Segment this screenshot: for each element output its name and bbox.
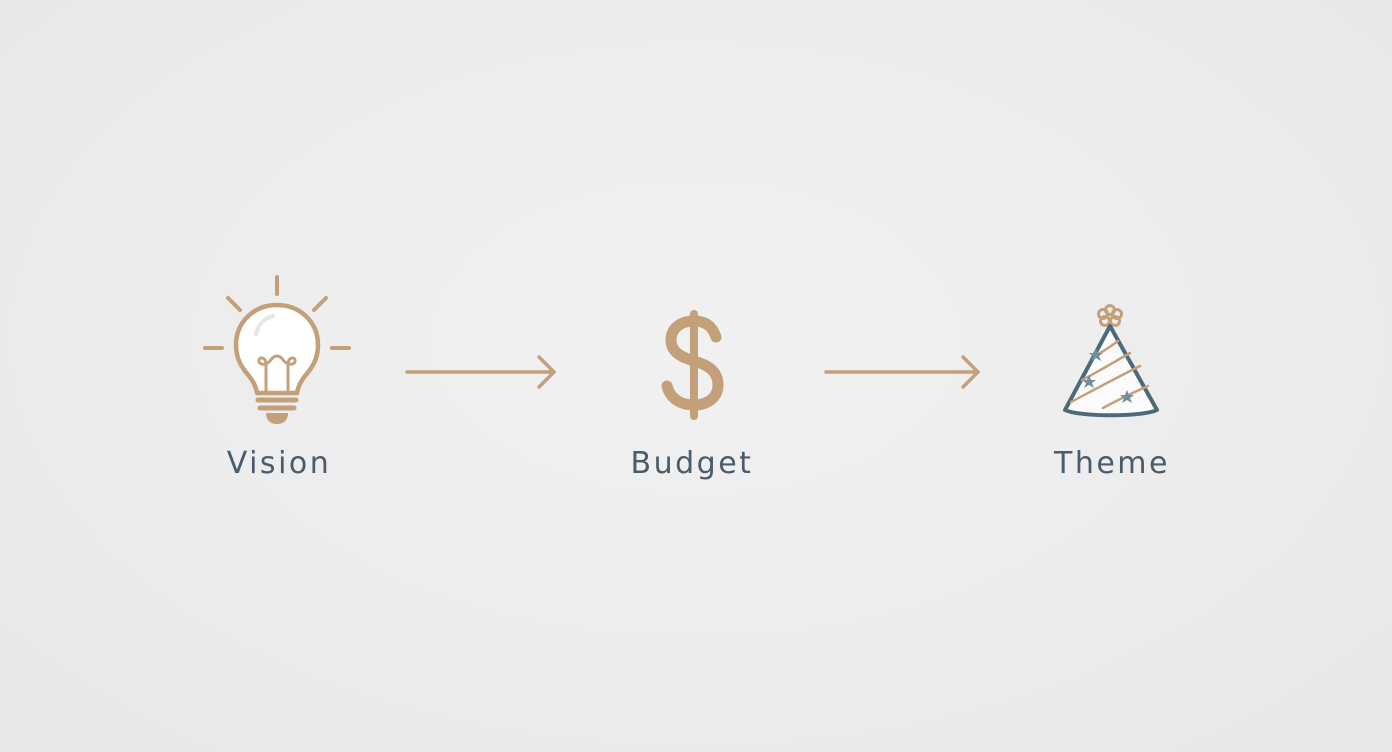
step-label-vision: Vision — [226, 446, 332, 481]
step-label-budget: Budget — [630, 446, 754, 481]
dollar-sign-icon — [661, 310, 724, 420]
arrow-right-icon — [824, 355, 980, 389]
party-hat-icon — [1063, 304, 1159, 418]
arrow-right-icon — [405, 355, 556, 389]
lightbulb-icon — [203, 275, 351, 424]
step-label-theme: Theme — [1054, 446, 1170, 481]
